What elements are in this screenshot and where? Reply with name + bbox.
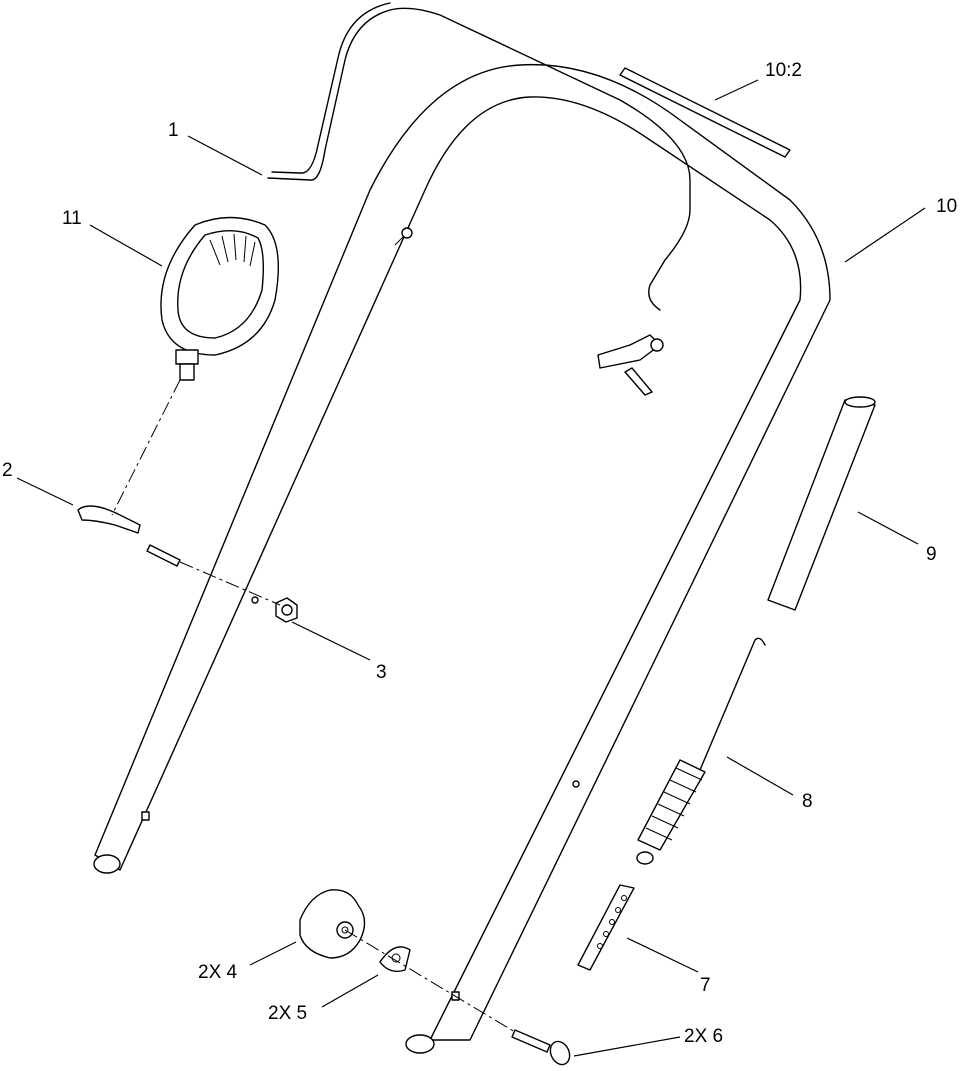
callout-10-2: 10:2 (765, 60, 802, 81)
adjustment-plate (577, 884, 635, 971)
cable-part (77, 505, 181, 567)
handle-tube (93, 63, 831, 1054)
callout-11: 11 (62, 208, 82, 229)
curved-washer (379, 946, 411, 973)
control-bail (267, 2, 691, 396)
callout-3: 3 (376, 662, 387, 683)
carriage-bolt (511, 1029, 571, 1066)
callout-10: 10 (936, 196, 957, 217)
decal-strip (619, 67, 791, 158)
assembly-lines (111, 379, 516, 1033)
grip-tube (767, 396, 876, 611)
callout-2: 2 (2, 460, 13, 481)
callout-6: 2X 6 (684, 1026, 723, 1047)
callout-5: 2X 5 (268, 1003, 307, 1024)
star-knob (299, 889, 366, 959)
callout-7: 7 (700, 975, 711, 996)
lock-nut (275, 597, 298, 623)
callout-4: 2X 4 (198, 962, 238, 983)
leader-lines (16, 79, 926, 1057)
control-grip (160, 216, 279, 381)
callout-1: 1 (168, 120, 179, 141)
callout-9: 9 (926, 544, 937, 565)
callout-8: 8 (802, 791, 813, 812)
extension-spring (636, 637, 766, 865)
